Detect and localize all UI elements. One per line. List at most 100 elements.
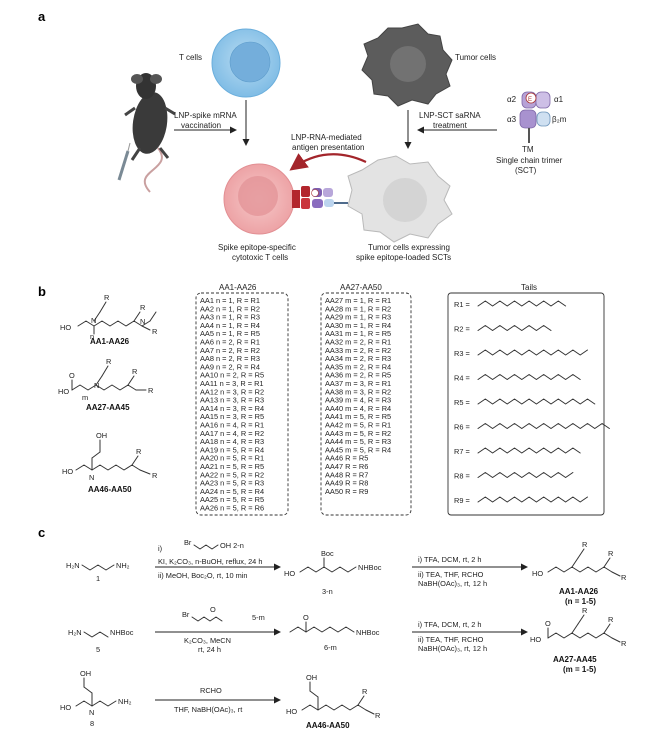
panel-a-letter: a [38,9,46,24]
list1-row: AA23 n = 5, R = R3 [200,479,264,488]
list1-row: AA6 n = 2, R = R1 [200,338,260,347]
tcr-sct-interface-icon [292,186,348,209]
s2-oh: HO [58,387,69,396]
r3-sm-num: 8 [90,719,94,728]
list2-row: AA42 m = 5, R = R1 [325,421,391,430]
list2-row: AA34 m = 2, R = R3 [325,354,391,363]
list2-row: AA27 m = 1, R = R1 [325,296,391,305]
r1-sm-num: 1 [96,574,100,583]
r3-prod-r2: R [375,711,380,720]
tail-label: R3 = [454,349,470,358]
tumor-expressing-label-1: Tumor cells expressing [368,243,450,252]
tail-chain [477,423,610,429]
r1-product [547,548,621,577]
list1-box [195,292,289,516]
lnp-spike-label-1: LNP-spike mRNA [174,111,237,120]
r2-reagent-chain [191,616,223,622]
tail-chain [477,349,588,356]
r2-starting-material [83,631,109,638]
r2-sm-num: 5 [96,645,100,654]
list1-row: AA5 n = 1, R = R5 [200,329,260,338]
antigen-presentation-arrow [289,153,367,171]
sct-epitope-label: E [528,97,532,103]
s1-n-sub: n [90,332,94,341]
r3-sm-ho: HO [60,703,71,712]
structure-label-aa46-aa50: AA46-AA50 [88,485,132,494]
tails-rows: R1 =R2 =R3 =R4 =R5 =R6 =R7 =R8 =R9 = [454,300,610,505]
list2-row: AA28 m = 1, R = R2 [325,304,391,313]
list1-row: AA18 n = 4, R = R3 [200,437,264,446]
r2-intermediate [289,621,355,633]
list1-row: AA17 n = 4, R = R2 [200,429,264,438]
s2-r2: R [132,367,137,376]
r2-product-label: AA27-AA45 [553,655,597,664]
r3-prod-oh: OH [306,673,317,682]
s3-n1: N [89,473,94,482]
list1-row: AA20 n = 5, R = R1 [200,454,264,463]
list1-row: AA13 n = 3, R = R3 [200,396,264,405]
lnp-sct-label-2: treatment [433,121,468,130]
structure-label-aa27-aa45: AA27-AA45 [86,403,130,412]
r1-reagent-chain [193,544,219,550]
tail-chain [477,374,581,380]
tail-chain [477,325,552,331]
list2-row: AA37 m = 3, R = R1 [325,379,391,388]
list1-row: AA19 n = 5, R = R4 [200,445,264,454]
list2-row: AA46 R = R5 [325,454,368,463]
r2-step2-3: NaBH(OAc)₃, rt, 12 h [418,644,487,653]
r2-product [547,614,621,643]
list2-row: AA29 m = 1, R = R3 [325,313,391,322]
r3-cond: THF, NaBH(OAc)₃, rt [174,705,242,714]
r1-starting-material [81,564,115,571]
r1-step2-2: ii) TEA, THF, RCHO [418,570,484,579]
list1-row: AA26 n = 5, R = R6 [200,504,264,513]
r1-int-nhboc: NHBoc [358,563,382,572]
s2-n1: N [94,381,99,390]
tail-label: R8 = [454,472,470,481]
s3-r1: R [136,447,141,456]
r2-reagent-num: 5-m [252,613,265,622]
list2-row: AA33 m = 2, R = R2 [325,346,391,355]
r3-product [301,681,375,715]
r2-reagent-o: O [210,605,216,614]
list2-row: AA50 R = R9 [325,487,368,496]
list1-row: AA9 n = 2, R = R4 [200,362,260,371]
r2-int-o: O [303,613,309,622]
s2-r3: R [148,386,153,395]
r2-reagent-br: Br [182,610,190,619]
list1-row: AA3 n = 1, R = R3 [200,313,260,322]
sct-alpha1-label: α1 [554,95,564,104]
r2-sm-nhboc: NHBoc [110,628,134,637]
r2-step2-2: ii) TEA, THF, RCHO [418,635,484,644]
r3-prod-ho: HO [286,707,297,716]
sct-alpha3-label: α3 [507,115,517,124]
r3-sm-nh2: NH₂ [118,697,132,706]
r1-step2-1: i) TFA, DCM, rt, 2 h [418,555,482,564]
r3-starting-material [75,677,117,707]
ctl-label-1: Spike epitope-specific [218,243,296,252]
s1-n2: N [140,317,145,326]
s1-ho: HO [60,323,71,332]
list1-row: AA12 n = 3, R = R2 [200,387,264,396]
lnp-spike-label-2: vaccination [181,121,221,130]
s2-o: O [69,371,75,380]
r1-prod-r1: R [582,540,587,549]
list1-row: AA2 n = 1, R = R2 [200,304,260,313]
s1-r3: R [152,327,157,336]
s3-r2: R [152,471,157,480]
syringe-icon [117,142,131,181]
r2-cond-2: rt, 24 h [198,645,221,654]
panel-b-letter: b [38,284,46,299]
tail-label: R9 = [454,496,470,505]
list2-row: AA49 R = R8 [325,479,368,488]
tumor-expressing-label-2: spike epitope-loaded SCTs [356,253,451,262]
lnp-sct-label-1: LNP-SCT saRNA [419,111,481,120]
list2-row: AA45 m = 5, R = R4 [325,445,391,454]
r2-sm-h2n: H₂N [68,628,82,637]
r1-cond-2: ii) MeOH, Boc₂O, rt, 10 min [158,571,248,580]
r1-reagent-oh: OH 2-n [220,541,244,550]
sct-alpha2-label: α2 [507,95,517,104]
